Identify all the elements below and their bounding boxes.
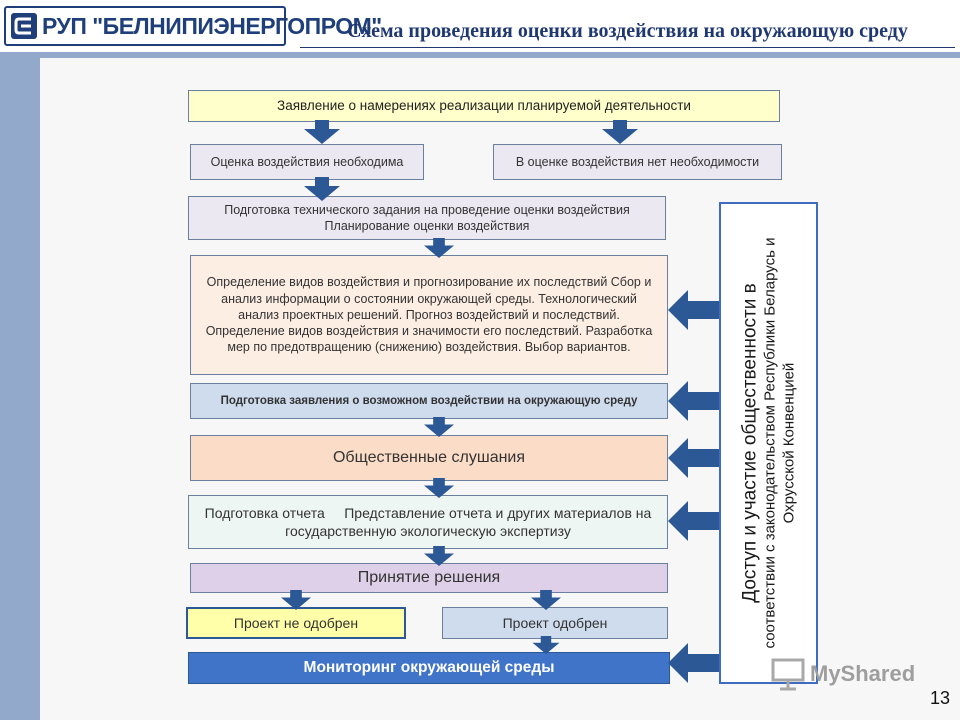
flow-step-decision: Принятие решения — [190, 563, 668, 593]
arrow-left-icon — [668, 438, 720, 478]
company-logo: РУП "БЕЛНИПИЭНЕРГОПРОМ" — [4, 6, 382, 46]
flow-step-public-hearings: Общественные слушания — [190, 435, 668, 481]
slide-title: Схема проведения оценки воздействия на о… — [347, 20, 908, 42]
flow-step-environmental-monitoring: Мониторинг окружающей среды — [188, 652, 670, 684]
flow-step-label: Подготовка технического задания на прове… — [224, 202, 630, 233]
title-underline — [300, 47, 955, 48]
flow-step-label: Проект одобрен — [502, 614, 608, 631]
public-participation-subtext: соответствии с законодательством Республ… — [760, 237, 797, 649]
arrow-down-icon — [304, 120, 340, 144]
flow-step-assessment-not-needed: В оценке воздействия нет необходимости — [493, 144, 782, 180]
left-sidebar-bar — [0, 58, 40, 720]
public-participation-heading: Доступ и участие общественности в — [738, 283, 760, 603]
flow-step-impact-statement: Подготовка заявления о возможном воздейс… — [190, 383, 668, 419]
watermark-text: MyShared — [810, 661, 916, 686]
flow-step-assessment-needed: Оценка воздействия необходима — [190, 144, 424, 180]
arrow-down-icon — [281, 590, 311, 610]
arrow-down-icon — [531, 590, 561, 610]
arrow-left-icon — [668, 290, 720, 330]
flow-step-project-rejected: Проект не одобрен — [186, 607, 406, 639]
flow-step-label: В оценке воздействия нет необходимости — [515, 154, 760, 169]
arrow-down-icon — [424, 238, 454, 258]
presentation-board-icon — [771, 658, 805, 691]
flow-step-label: Общественные слушания — [332, 448, 526, 466]
flow-step-terms-of-reference: Подготовка технического задания на прове… — [188, 196, 666, 240]
flow-step-label: Определение видов воздействия и прогнози… — [205, 275, 653, 355]
arrow-down-icon — [424, 478, 454, 498]
flow-step-label: Подготовка отчета Представление отчета и… — [204, 504, 656, 539]
flow-step-impact-identification: Определение видов воздействия и прогнози… — [190, 255, 668, 375]
page-number: 13 — [929, 688, 951, 708]
arrow-down-icon — [532, 636, 560, 654]
logo-text: РУП "БЕЛНИПИЭНЕРГОПРОМ" — [42, 12, 382, 39]
logo-mark-icon — [10, 11, 38, 41]
flow-step-label: Оценка воздействия необходима — [210, 154, 404, 169]
flow-step-project-approved: Проект одобрен — [442, 607, 668, 639]
public-participation-panel: Доступ и участие общественности в соотве… — [719, 202, 818, 684]
flow-step-label: Заявление о намерениях реализации планир… — [277, 98, 691, 114]
flow-step-label: Принятие решения — [357, 568, 501, 586]
public-participation-text: Доступ и участие общественности в соотве… — [739, 208, 798, 678]
flow-step-label: Мониторинг окружающей среды — [303, 658, 555, 676]
watermark: MyShared — [770, 656, 930, 692]
flow-step-statement-of-intent: Заявление о намерениях реализации планир… — [188, 90, 780, 122]
arrow-left-icon — [668, 381, 720, 421]
arrow-left-icon — [668, 501, 720, 541]
arrow-down-icon — [424, 546, 454, 566]
flow-step-label: Подготовка заявления о возможном воздейс… — [220, 394, 638, 407]
arrow-left-icon — [668, 643, 720, 683]
flow-step-report-preparation: Подготовка отчета Представление отчета и… — [188, 495, 668, 549]
arrow-down-icon — [602, 120, 638, 144]
header-divider — [0, 52, 960, 58]
arrow-down-icon — [424, 417, 454, 437]
arrow-down-icon — [304, 177, 340, 201]
flow-step-label: Проект не одобрен — [233, 614, 359, 631]
